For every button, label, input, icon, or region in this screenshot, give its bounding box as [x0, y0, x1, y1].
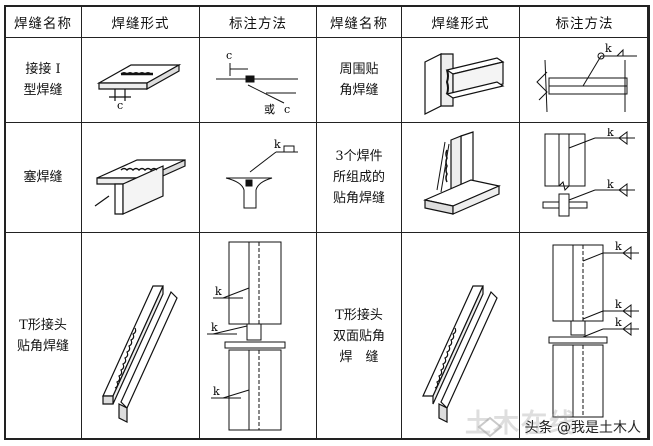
- watermark-logo-text: 土木在线: [464, 409, 577, 439]
- three-plate-fillet-drawing: [422, 130, 501, 215]
- annotation-cell: k: [199, 122, 317, 233]
- annotation-cell: k k k: [199, 232, 317, 440]
- weld-name-line: 塞焊缝: [23, 170, 63, 185]
- watermark-logo-icon: [477, 416, 503, 438]
- table-row: 接接 I 型焊缝 c: [4, 37, 650, 123]
- annotation-cell: k k: [519, 122, 650, 233]
- leg-size-label: k: [274, 138, 281, 151]
- leg-size-label: k: [605, 42, 612, 55]
- weld-name-cell: 塞焊缝: [4, 122, 82, 233]
- weld-name-line: T形接头: [335, 307, 383, 323]
- weld-name-line: 所组成的: [332, 170, 385, 185]
- plug-weld-symbol: k: [225, 138, 298, 208]
- header-weld-name: 焊缝名称: [4, 5, 82, 38]
- weld-name-line: 周围贴: [339, 62, 379, 77]
- leg-size-label: k: [215, 285, 222, 298]
- leg-size-label: k: [607, 128, 614, 139]
- surrounding-fillet-weld-drawing: [423, 53, 504, 115]
- leg-size-label: k: [615, 298, 622, 311]
- butt-weld-symbol: c 或 c: [216, 49, 298, 116]
- gap-label-top: c: [226, 49, 232, 62]
- weld-form-cell: [401, 232, 520, 440]
- weld-name-line: 双面贴角: [332, 328, 385, 344]
- butt-weld-drawing: c: [96, 63, 181, 112]
- t-joint-fillet-symbol: k k k: [207, 241, 286, 431]
- header-row: 焊缝名称 焊缝形式 标注方法 焊缝名称 焊缝形式 标注方法: [4, 5, 650, 38]
- weld-name-line: 型焊缝: [23, 83, 63, 98]
- weld-name-line: 角焊缝: [339, 83, 379, 98]
- gap-label: c: [117, 99, 123, 112]
- three-plate-fillet-symbol: k k: [542, 128, 635, 216]
- double-sided-t-joint-symbol: k k k: [548, 241, 639, 418]
- weld-name-line: T形接头: [19, 318, 67, 333]
- weld-name-cell: T形接头 双面贴角 焊 缝: [316, 232, 402, 440]
- weld-name-line: 3个焊件: [335, 149, 383, 164]
- table-outer-border: [4, 5, 649, 440]
- or-label: 或: [264, 103, 275, 116]
- leg-size-label: k: [607, 178, 614, 191]
- annotation-cell: c 或 c: [199, 37, 317, 123]
- t-joint-fillet-drawing: [101, 285, 178, 423]
- weld-form-cell: [401, 37, 520, 123]
- weld-name-line: 接接 I: [25, 62, 61, 77]
- weld-name-line: 贴角焊缝: [16, 339, 69, 354]
- annotation-cell: k k k: [519, 232, 650, 440]
- double-sided-t-joint-drawing: [421, 285, 498, 423]
- plug-weld-drawing: [94, 158, 186, 215]
- weld-name-line: 焊 缝: [339, 349, 379, 365]
- weld-form-cell: c: [81, 37, 200, 123]
- annotation-cell: k: [519, 37, 650, 123]
- gap-label-bottom: c: [284, 103, 290, 116]
- weld-name-cell: 接接 I 型焊缝: [4, 37, 82, 123]
- leg-size-label: k: [211, 321, 218, 334]
- leg-size-label: k: [615, 241, 622, 253]
- weld-annotation-table: 焊缝名称 焊缝形式 标注方法 焊缝名称 焊缝形式 标注方法 接接 I 型焊缝: [4, 5, 650, 440]
- watermark-text: 头条 @我是土木人: [524, 420, 641, 436]
- surrounding-fillet-symbol: k: [535, 42, 637, 113]
- leg-size-label: k: [213, 385, 220, 398]
- weld-form-cell: [401, 122, 520, 233]
- weld-name-line: 贴角焊缝: [332, 191, 385, 206]
- leg-size-label: k: [615, 316, 622, 329]
